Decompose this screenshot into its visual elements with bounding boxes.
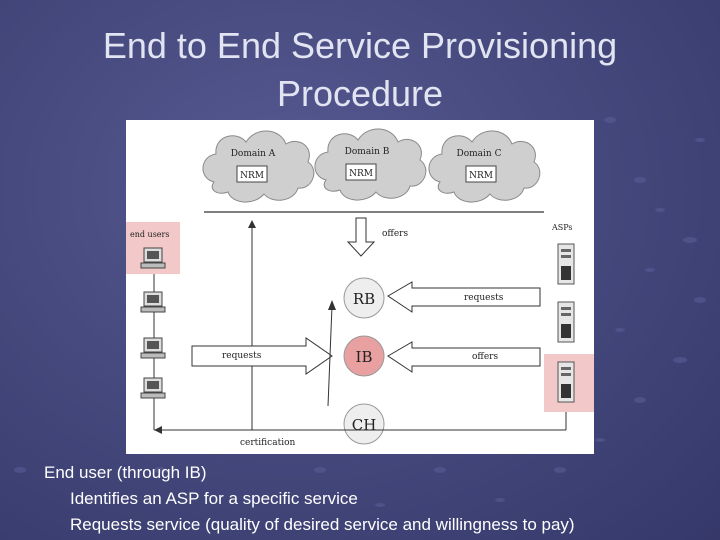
bullet-list: End user (through IB) Identifies an ASP … <box>44 460 704 538</box>
offers-arrow-right <box>387 341 541 373</box>
end-users-label: end users <box>130 230 169 239</box>
asp-server-icon <box>557 361 575 403</box>
offers-down-arrow <box>346 217 376 257</box>
domain-b-label: Domain B <box>345 147 390 157</box>
bullet-sub-2: Requests service (quality of desired ser… <box>70 515 575 534</box>
ch-node <box>343 403 385 445</box>
asps-label: ASPs <box>551 223 573 232</box>
end-user-pc-icon <box>140 247 166 269</box>
requests-arrow-left <box>191 337 333 375</box>
domain-a-label: Domain A <box>231 149 276 159</box>
rb-node-label: RB <box>353 290 375 308</box>
requests-arrow-right <box>387 281 541 313</box>
offers-right-label: offers <box>472 352 498 362</box>
domain-b-cloud: Domain B NRM <box>314 128 427 201</box>
slide-title: End to End Service Provisioning Procedur… <box>40 22 680 118</box>
domain-a-nrm: NRM <box>240 171 264 181</box>
end-user-pc-icon <box>140 377 166 399</box>
requests-left-label: requests <box>222 351 262 361</box>
ib-node-label: IB <box>356 348 373 366</box>
provisioning-diagram: Domain A NRM Domain B NRM Domain C NRM o… <box>126 120 594 454</box>
end-user-pc-icon <box>140 291 166 313</box>
domain-b-nrm: NRM <box>349 169 373 179</box>
asp-server-icon <box>557 243 575 285</box>
offers-top-label: offers <box>382 229 408 239</box>
asp-server-icon <box>557 301 575 343</box>
domain-a-cloud: Domain A NRM <box>202 130 315 203</box>
slide-title-line2: Procedure <box>276 73 444 114</box>
end-user-pc-icon <box>140 337 166 359</box>
ch-node-label: CH <box>352 416 377 434</box>
bullet-main: End user (through IB) <box>44 463 207 482</box>
domain-c-nrm: NRM <box>469 171 493 181</box>
certification-label: certification <box>240 438 295 448</box>
rb-node <box>343 277 385 319</box>
ch-to-rb-line <box>327 305 333 407</box>
requests-right-label: requests <box>464 293 504 303</box>
domain-c-cloud: Domain C NRM <box>428 130 541 203</box>
bullet-sub-1: Identifies an ASP for a specific service <box>70 489 358 508</box>
domain-c-label: Domain C <box>457 149 502 159</box>
slide-title-line1: End to End Service Provisioning <box>102 25 618 66</box>
ib-node <box>343 335 385 377</box>
